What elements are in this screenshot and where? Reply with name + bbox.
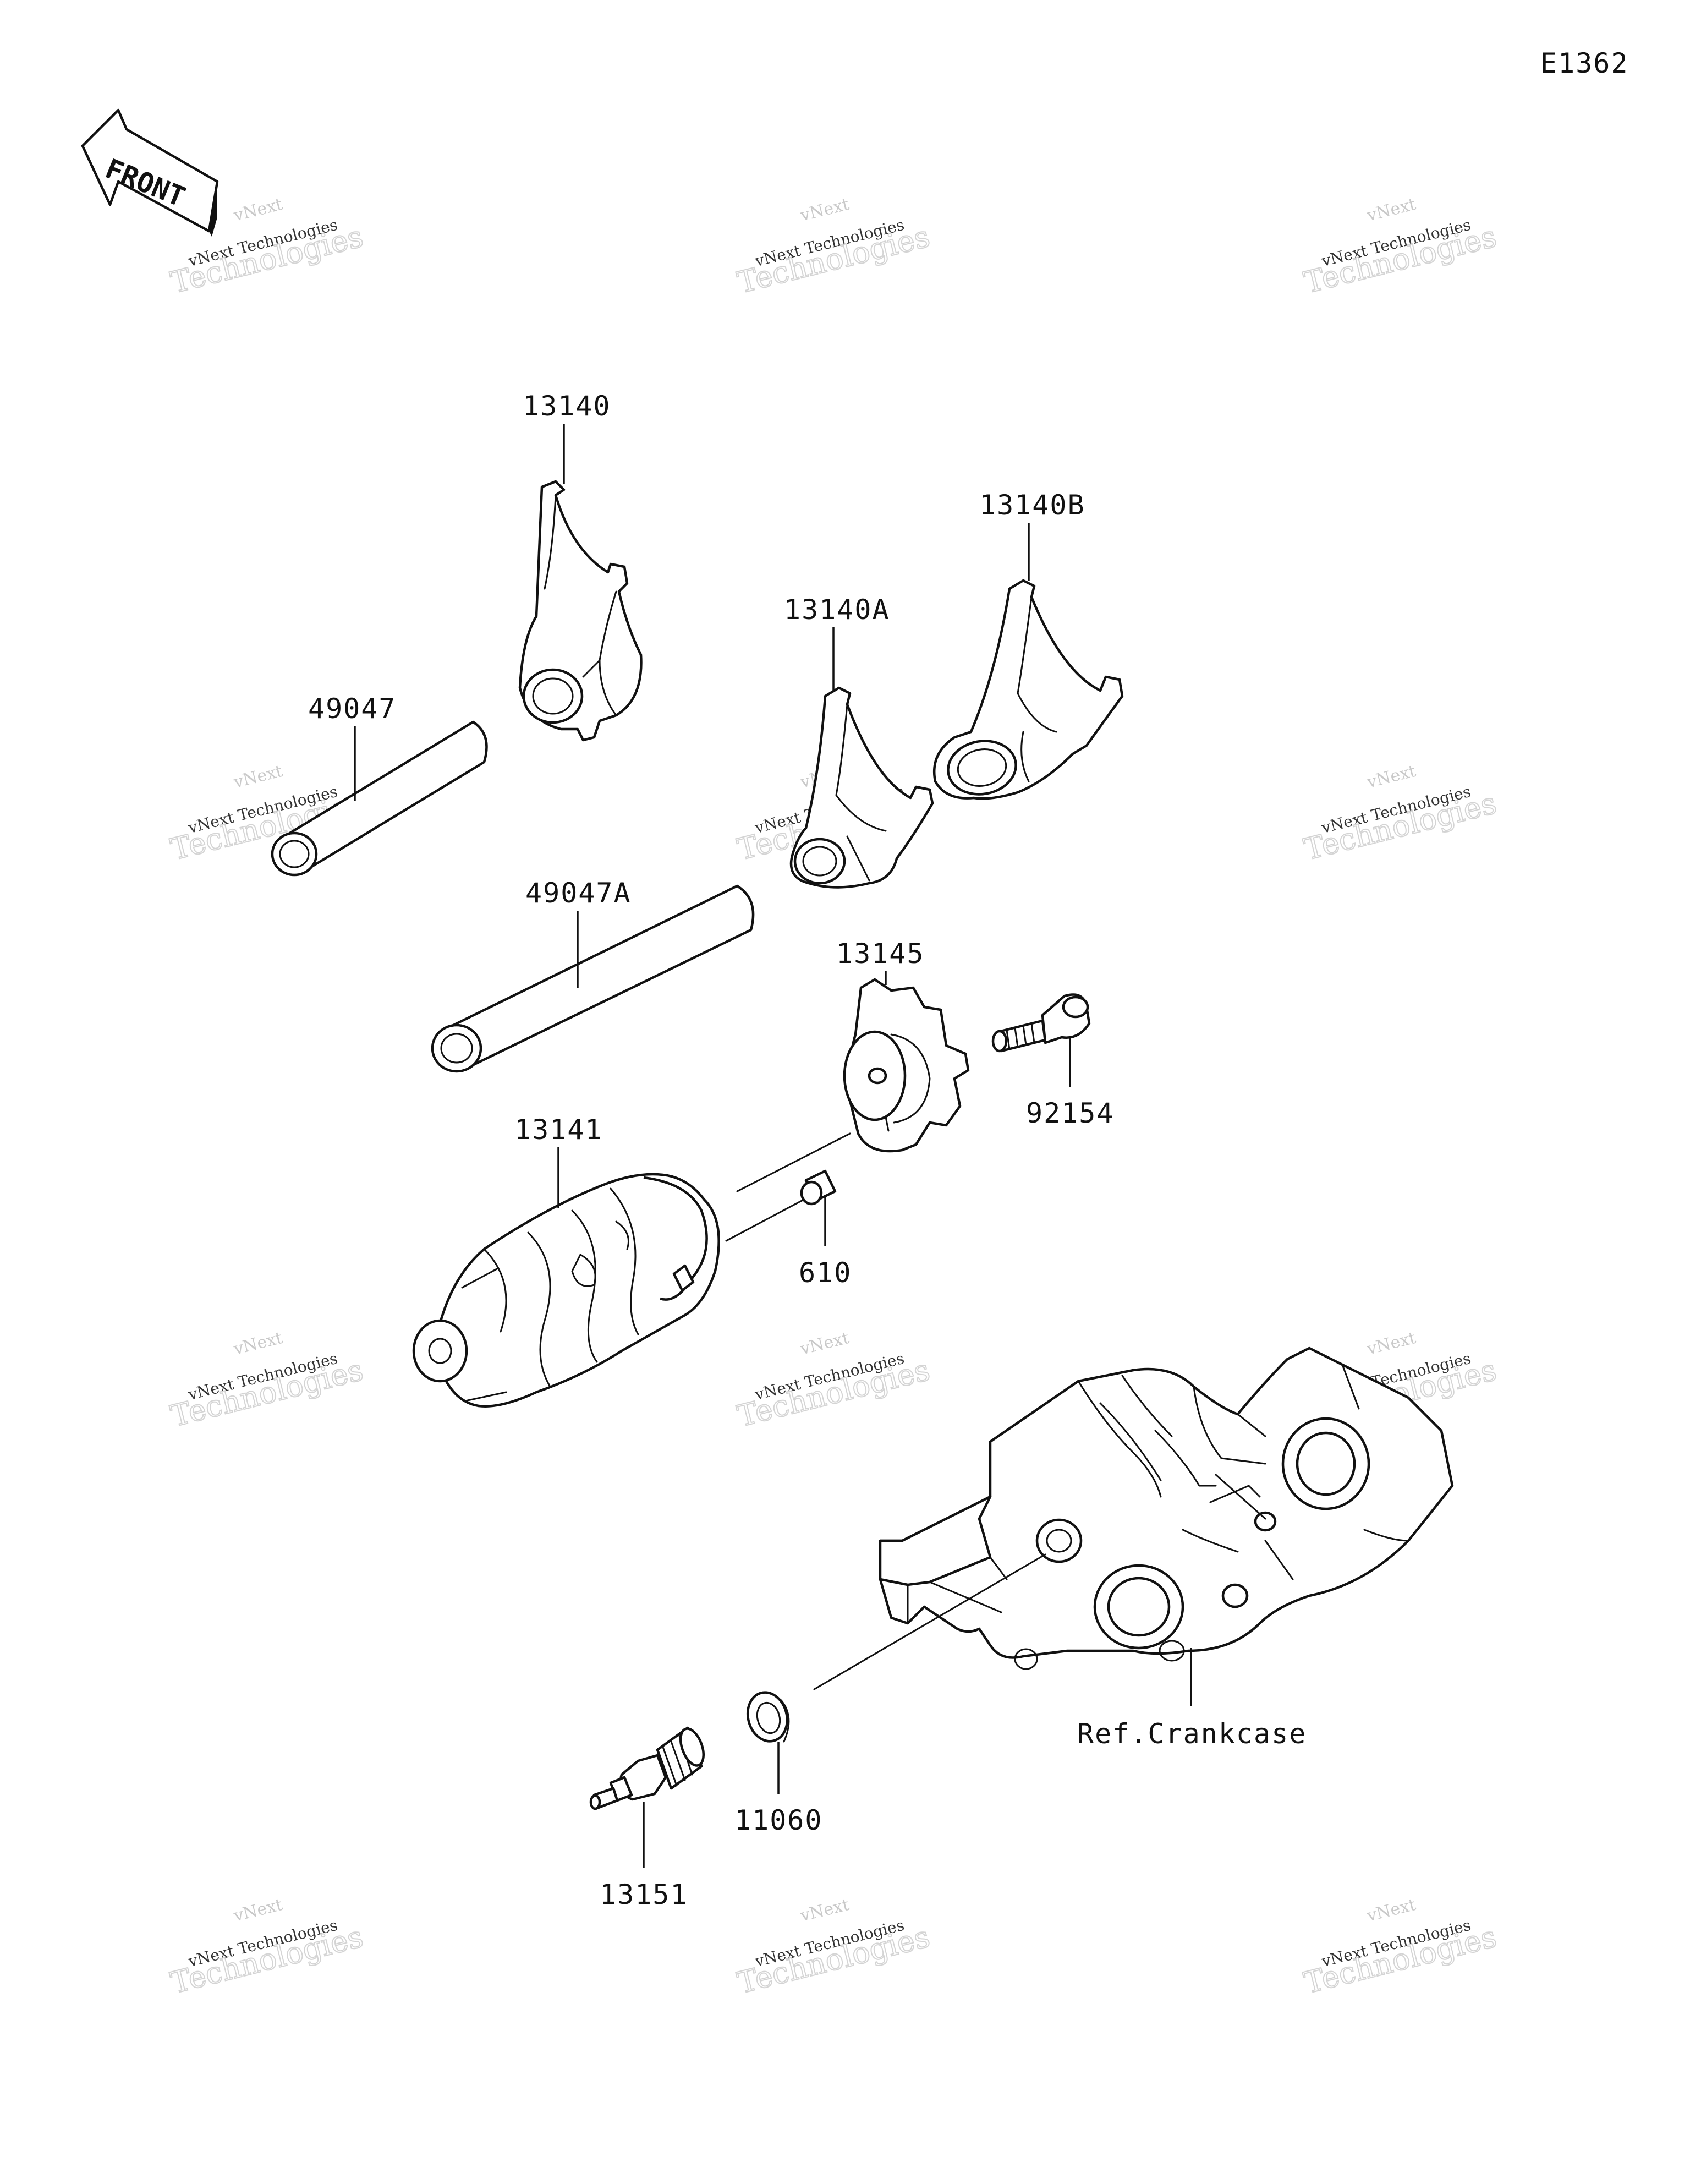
label-49047[interactable]: 49047 <box>308 693 397 725</box>
part-11060-washer[interactable] <box>743 1688 793 1745</box>
part-610-pin[interactable] <box>800 1169 837 1206</box>
label-610[interactable]: 610 <box>799 1257 852 1289</box>
label-crankcase[interactable]: Ref.Crankcase <box>1077 1718 1307 1750</box>
svg-text:Technologies: Technologies <box>734 1919 933 2001</box>
alignment-line <box>813 1553 1046 1690</box>
svg-text:vNext: vNext <box>231 762 284 792</box>
label-92154[interactable]: 92154 <box>1026 1097 1115 1129</box>
part-13140B-shift-fork[interactable] <box>932 579 1124 800</box>
part-92154-bolt[interactable] <box>991 993 1091 1053</box>
part-13140-shift-fork[interactable] <box>518 480 643 742</box>
svg-text:vNext: vNext <box>1364 1895 1418 1926</box>
part-13141-shift-drum[interactable] <box>412 1173 720 1408</box>
label-13151[interactable]: 13151 <box>600 1879 688 1911</box>
svg-text:Technologies: Technologies <box>167 1353 366 1434</box>
svg-text:Technologies: Technologies <box>1301 1919 1500 2001</box>
svg-text:Technologies: Technologies <box>734 1353 933 1434</box>
svg-text:vNext: vNext <box>1364 1328 1418 1359</box>
svg-text:Technologies: Technologies <box>167 219 366 300</box>
svg-text:Technologies: Technologies <box>734 219 933 300</box>
svg-text:vNext: vNext <box>231 1328 284 1359</box>
alignment-line <box>725 1193 815 1242</box>
svg-text:Technologies: Technologies <box>1301 219 1500 300</box>
svg-text:vNext: vNext <box>1364 195 1418 226</box>
front-arrow-icon: FRONT <box>81 108 219 237</box>
svg-text:vNext: vNext <box>231 195 284 226</box>
part-13145-cam-plate[interactable] <box>843 978 970 1153</box>
label-13145[interactable]: 13145 <box>836 938 925 970</box>
alignment-line <box>736 1132 851 1192</box>
diagram-code: E1362 <box>1540 47 1629 79</box>
svg-text:Technologies: Technologies <box>1301 786 1500 867</box>
label-13140[interactable]: 13140 <box>523 390 611 422</box>
part-49047-shaft[interactable] <box>271 720 488 877</box>
label-13140A[interactable]: 13140A <box>784 594 890 626</box>
part-13140A-shift-fork[interactable] <box>789 686 934 889</box>
label-13140B[interactable]: 13140B <box>979 489 1085 521</box>
svg-text:vNext: vNext <box>1364 762 1418 792</box>
part-13151-neutral-switch[interactable] <box>589 1726 708 1810</box>
part-crankcase-reference[interactable] <box>879 1346 1454 1670</box>
label-49047A[interactable]: 49047A <box>525 877 632 909</box>
svg-text:vNext: vNext <box>798 195 851 226</box>
svg-text:vNext: vNext <box>798 1328 851 1359</box>
label-11060[interactable]: 11060 <box>734 1804 823 1836</box>
svg-text:vNext: vNext <box>231 1895 284 1926</box>
svg-text:Technologies: Technologies <box>167 1919 366 2001</box>
label-13141[interactable]: 13141 <box>514 1114 603 1146</box>
part-49047A-shaft[interactable] <box>431 884 755 1073</box>
svg-text:vNext: vNext <box>798 1895 851 1926</box>
